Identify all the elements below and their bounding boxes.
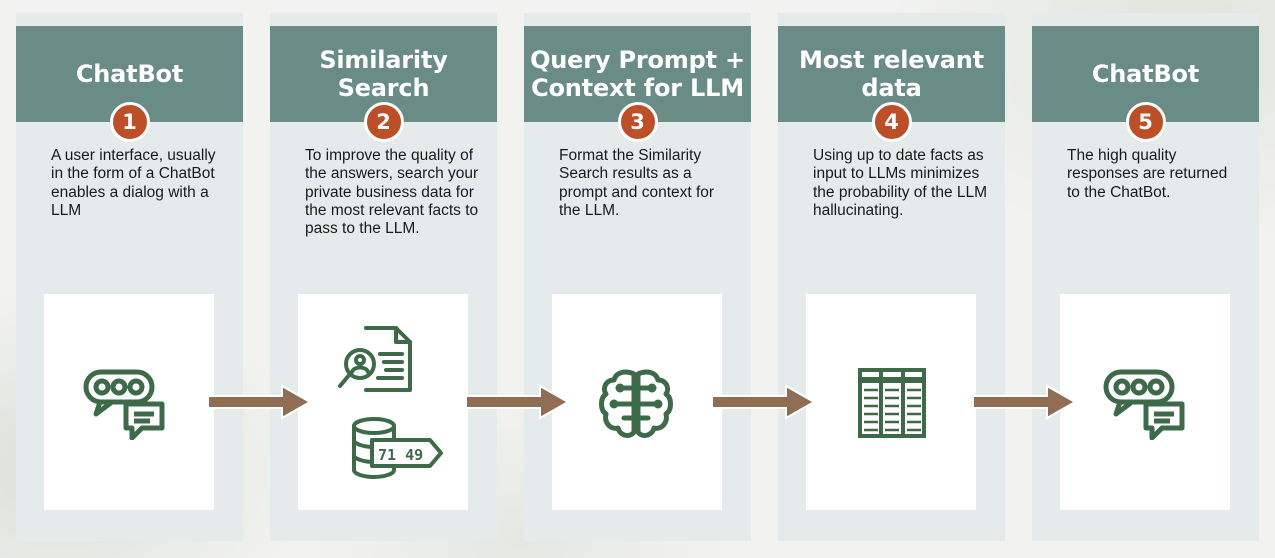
step-1-title: ChatBot xyxy=(75,60,184,88)
chat-bubbles-icon xyxy=(1103,369,1185,440)
step-3-icon-panel xyxy=(552,294,722,510)
step-4-column: Most relevant data 4 Using up to date fa… xyxy=(778,13,1005,541)
step-1-description: A user interface, usually in the form of… xyxy=(51,147,216,219)
step-4-description: Using up to date facts as input to LLMs … xyxy=(813,147,988,219)
flow-arrow-1-to-2 xyxy=(208,384,312,420)
step-5-badge: 5 xyxy=(1125,102,1166,142)
step-3-header: Query Prompt + Context for LLM xyxy=(524,26,751,122)
document-search-icon xyxy=(338,326,412,392)
vector-values-label: 71 49 xyxy=(378,446,423,464)
step-4-badge: 4 xyxy=(871,102,912,142)
step-1-icon-panel xyxy=(44,294,214,510)
step-1-badge: 1 xyxy=(109,102,150,142)
vector-database-icon: 71 49 xyxy=(352,417,443,479)
flow-arrow-3-to-4 xyxy=(712,384,816,420)
step-2-column: Similarity Search 2 To improve the quali… xyxy=(270,13,497,541)
step-2-title: Similarity Search xyxy=(319,46,448,102)
step-3-column: Query Prompt + Context for LLM 3 Format … xyxy=(524,13,751,541)
step-2-description: To improve the quality of the answers, s… xyxy=(305,147,479,238)
step-5-title: ChatBot xyxy=(1091,60,1200,88)
step-4-icon-panel xyxy=(806,294,976,510)
step-1-column: ChatBot 1 A user interface, usually in t… xyxy=(16,13,243,541)
flow-arrow-2-to-3 xyxy=(466,384,570,420)
step-3-title: Query Prompt + Context for LLM xyxy=(530,46,745,102)
step-2-icon-panel: 71 49 xyxy=(298,294,468,510)
step-4-title: Most relevant data xyxy=(799,46,984,102)
step-5-icon-panel xyxy=(1060,294,1230,510)
step-2-badge: 2 xyxy=(363,102,404,142)
chat-bubbles-icon xyxy=(83,369,165,440)
brain-icon xyxy=(599,369,673,438)
flow-arrow-4-to-5 xyxy=(973,384,1077,420)
step-5-column: ChatBot 5 The high quality responses are… xyxy=(1032,13,1259,541)
data-table-icon xyxy=(858,368,926,438)
step-5-description: The high quality responses are returned … xyxy=(1067,147,1228,201)
step-3-badge: 3 xyxy=(617,102,658,142)
step-3-description: Format the Similarity Search results as … xyxy=(559,147,715,219)
